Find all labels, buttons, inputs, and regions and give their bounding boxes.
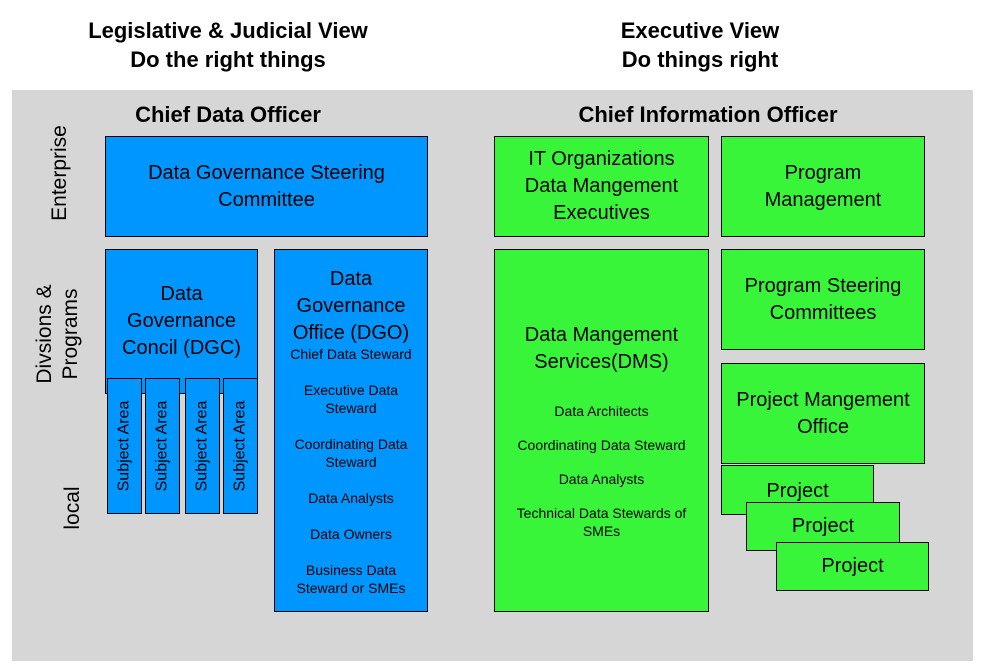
dgo-roles-list: Chief Data Steward Executive Data Stewar… — [286, 345, 416, 597]
left-view-subtitle: Do the right things — [130, 47, 326, 72]
project-label: Project — [766, 480, 829, 502]
dgo-title: Data Governance Office (DGO) — [292, 268, 410, 344]
dgo-box: Data Governance Office (DGO) Chief Data … — [274, 249, 428, 612]
dgo-role-item: Data Analysts — [308, 490, 394, 506]
enterprise-label: Enterprise — [48, 125, 71, 221]
project-label: Project — [821, 555, 884, 577]
subject-area-label: Subject Area — [193, 400, 211, 492]
pmo-label: Project Mangement Office — [736, 388, 910, 438]
dgo-role-item: Data Owners — [310, 526, 392, 542]
divisions-label-line1: Divsions & — [33, 284, 56, 384]
divisions-label-line2: Programs — [59, 288, 82, 380]
right-view-title: Executive View — [620, 18, 780, 43]
pmo-box: Project Mangement Office — [721, 363, 925, 464]
subject-area-box: Subject Area — [145, 378, 180, 514]
program-steering-label: Program Steering Committees — [744, 274, 902, 324]
subject-area-label: Subject Area — [153, 400, 171, 492]
divisions-label-wrap: Divsions & Programs — [0, 284, 118, 383]
it-org-box: IT Organizations Data Mangement Executiv… — [494, 136, 709, 237]
right-view-subtitle: Do things right — [621, 47, 779, 72]
dgc-label: Data Governance Concil (DGC) — [122, 283, 241, 359]
local-label: local — [61, 486, 84, 530]
left-view-header: Legislative & Judicial View Do the right… — [40, 16, 416, 74]
dgo-role-item: Business Data Steward or SMEs — [296, 562, 406, 596]
subject-area-box: Subject Area — [223, 378, 258, 514]
dms-role-item: Data Architects — [554, 403, 649, 419]
subject-area-box: Subject Area — [107, 378, 142, 514]
project-box: Project — [776, 542, 929, 591]
divisions-programs-label: Divsions & Programs — [32, 274, 84, 394]
program-management-label: Program Management — [764, 161, 882, 211]
dms-role-item: Data Analysts — [558, 471, 645, 487]
dms-title: Data Mangement Services(DMS) — [524, 324, 679, 373]
dgo-role-item: Chief Data Steward — [290, 346, 412, 362]
program-steering-box: Program Steering Committees — [721, 249, 925, 350]
cdo-title: Chief Data Officer — [135, 102, 321, 127]
enterprise-label-wrap: Enterprise — [10, 125, 110, 221]
dgc-box: Data Governance Concil (DGC) — [105, 249, 258, 394]
dms-role-item: Coordinating Data Steward — [517, 437, 686, 453]
it-org-label: IT Organizations Data Mangement Executiv… — [524, 148, 679, 224]
dms-roles-list: Data Architects Coordinating Data Stewar… — [507, 402, 697, 540]
dms-box: Data Mangement Services(DMS) Data Archit… — [494, 249, 709, 612]
program-management-box: Program Management — [721, 136, 925, 237]
subject-area-box: Subject Area — [185, 378, 220, 514]
dgsc-label: Data Governance Steering Committee — [148, 161, 385, 211]
dms-role-item: Technical Data Stewards of SMEs — [516, 505, 687, 539]
left-view-title: Legislative & Judicial View — [88, 18, 368, 43]
right-view-header: Executive View Do things right — [520, 16, 880, 74]
dgsc-box: Data Governance Steering Committee — [105, 136, 428, 237]
local-label-wrap: local — [33, 486, 113, 529]
project-label: Project — [791, 515, 855, 537]
subject-area-label: Subject Area — [115, 400, 133, 492]
subject-area-label: Subject Area — [231, 400, 249, 492]
cio-title: Chief Information Officer — [578, 102, 838, 127]
dgo-role-item: Executive Data Steward — [303, 382, 399, 416]
dgo-role-item: Coordinating Data Steward — [294, 436, 408, 470]
